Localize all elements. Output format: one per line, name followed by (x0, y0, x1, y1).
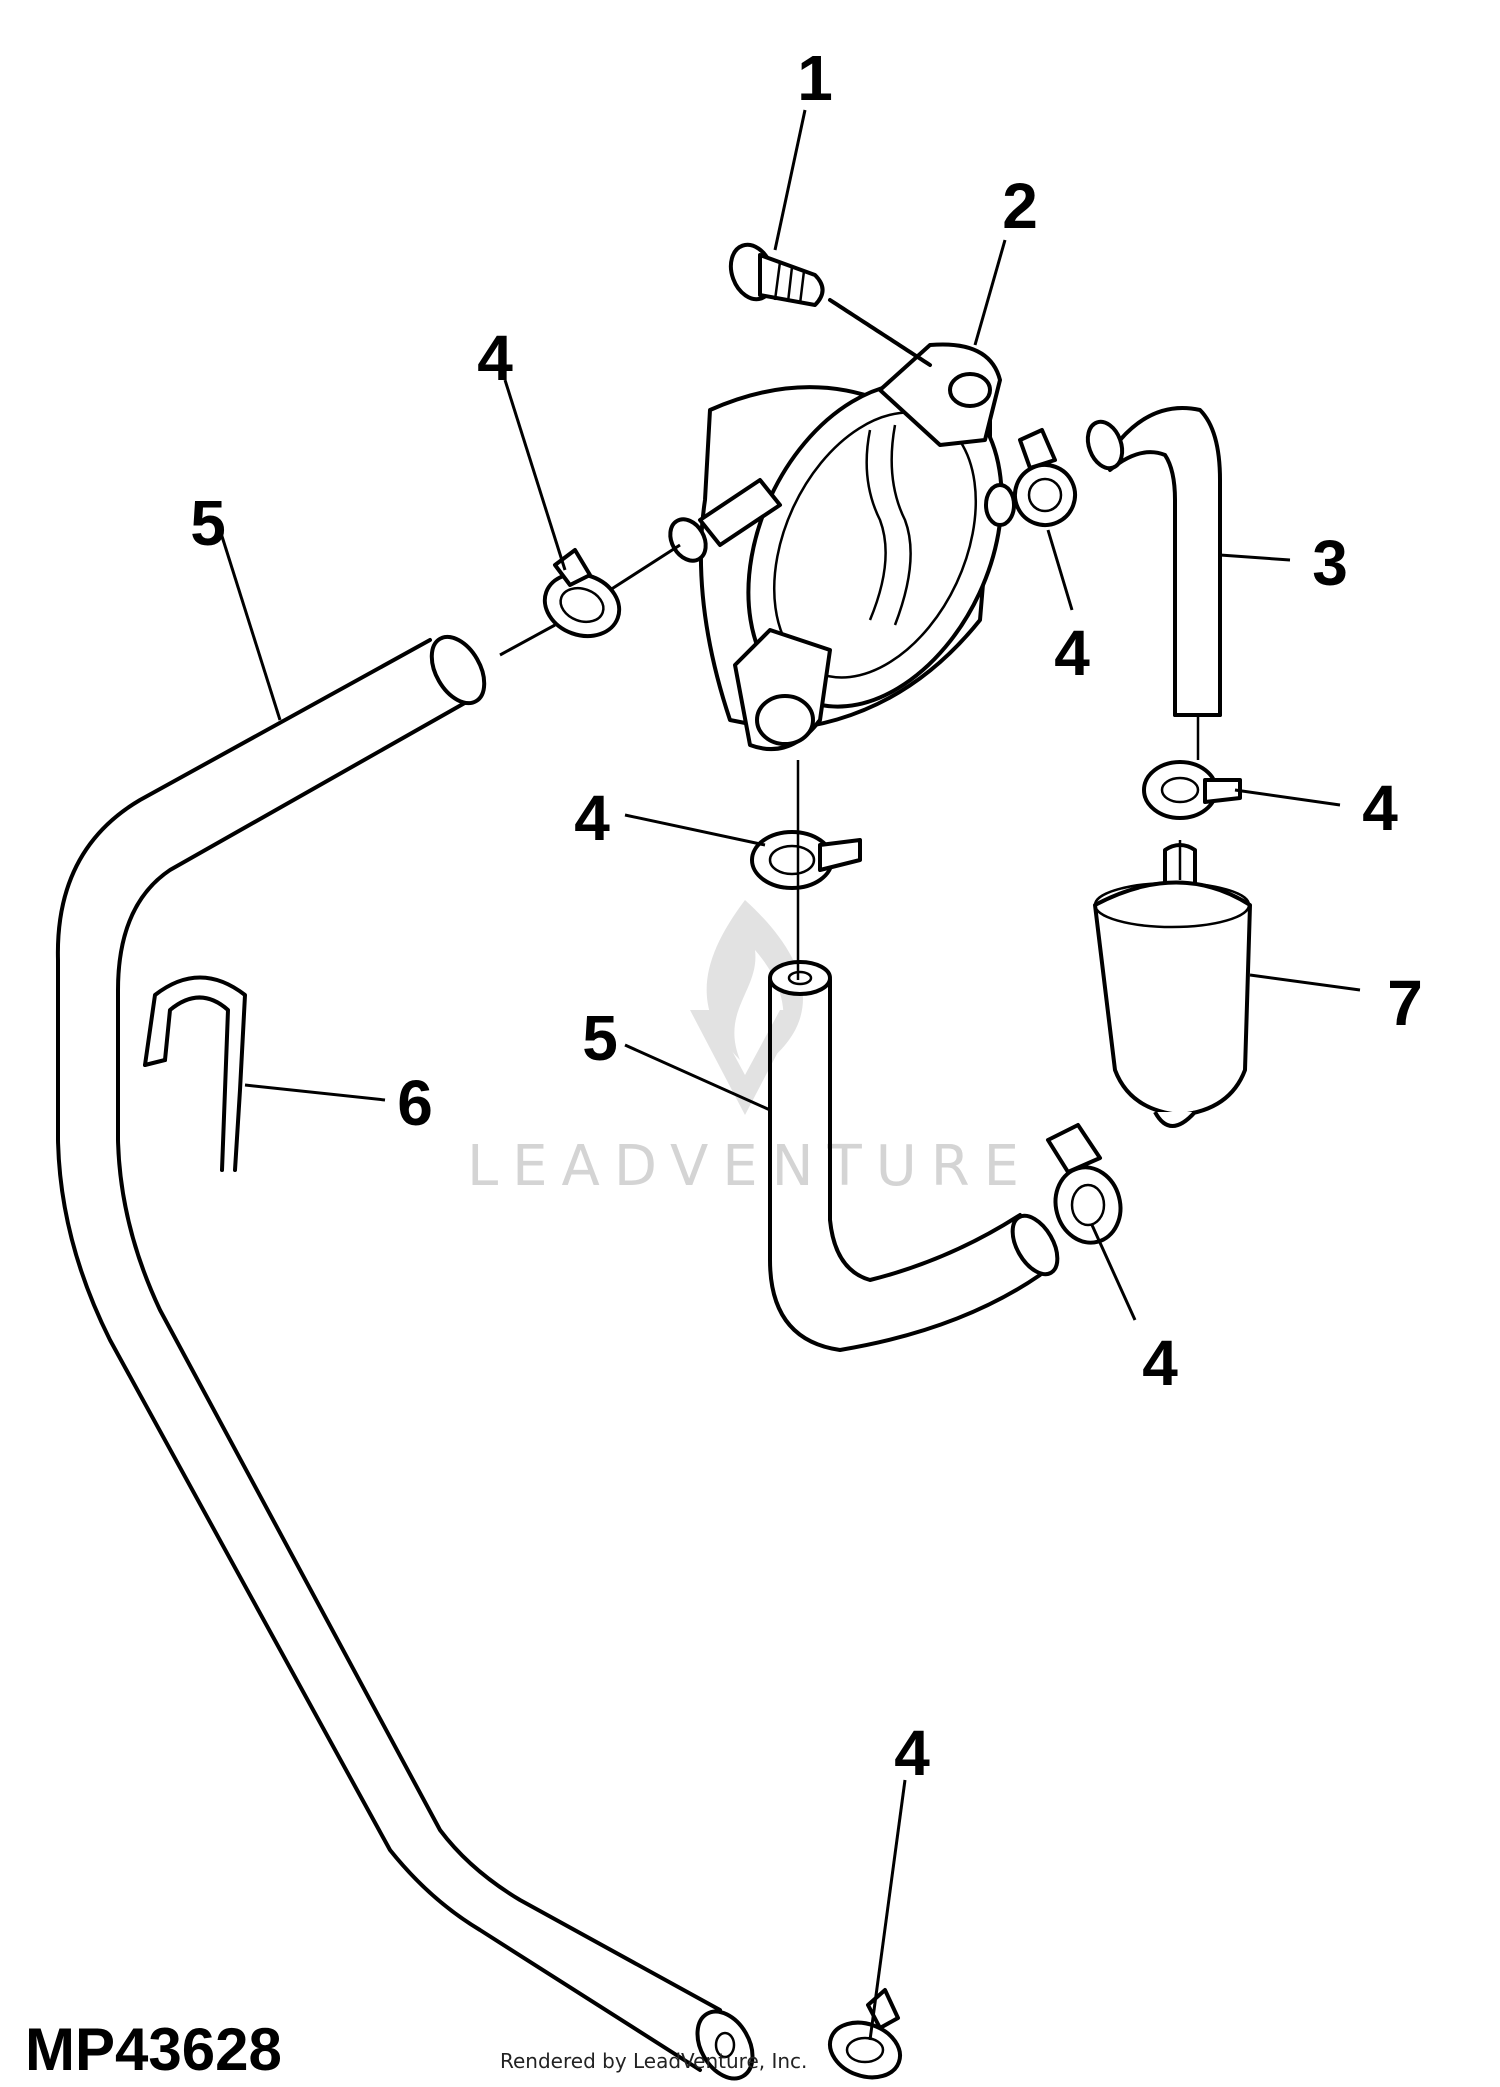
callout-3: 3 (1312, 527, 1348, 599)
callout-5-middle-hose: 5 (582, 1002, 618, 1074)
part-4-clamp-e (1046, 1123, 1123, 1245)
part-7-fuel-filter (1093, 840, 1252, 1128)
callout-2: 2 (1002, 170, 1038, 242)
part-4-clamp-b (1013, 428, 1077, 527)
part-4-clamp-a (499, 543, 681, 657)
callout-5-long-hose: 5 (190, 487, 226, 559)
part-4-clamp-f (828, 1988, 902, 2080)
callout-4-clamp-f: 4 (894, 1717, 930, 1789)
callouts: 1 2 3 4 4 4 4 4 4 5 5 6 7 (190, 42, 1423, 1789)
part-4-clamp-c (750, 760, 862, 980)
watermark-text: LEADVENTURE (467, 1134, 1033, 1199)
watermark-flame-icon (706, 900, 803, 1060)
part-6-hose-clip (143, 975, 247, 1172)
callout-4-clamp-d: 4 (1362, 772, 1398, 844)
callout-4-clamp-c: 4 (574, 782, 610, 854)
callout-7: 7 (1387, 967, 1423, 1039)
part-5-middle-hose (768, 960, 1060, 1352)
callout-6: 6 (397, 1067, 433, 1139)
part-5-long-hose (55, 634, 755, 2081)
watermark: LEADVENTURE (467, 900, 1033, 1199)
watermark-v-icon (690, 1010, 800, 1115)
figure-id: MP43628 (25, 2016, 282, 2083)
callout-4-clamp-b: 4 (1054, 617, 1090, 689)
part-4-clamp-d (1142, 760, 1242, 820)
part-2-fuel-pump (668, 342, 1016, 752)
part-1-screw (728, 242, 932, 367)
leader-lines (218, 109, 1361, 2041)
part-3-hose (1085, 406, 1222, 760)
callout-1: 1 (797, 42, 833, 114)
render-credit: Rendered by LeadVenture, Inc. (500, 2049, 807, 2073)
callout-4-clamp-a: 4 (477, 322, 513, 394)
callout-4-clamp-e: 4 (1142, 1327, 1178, 1399)
